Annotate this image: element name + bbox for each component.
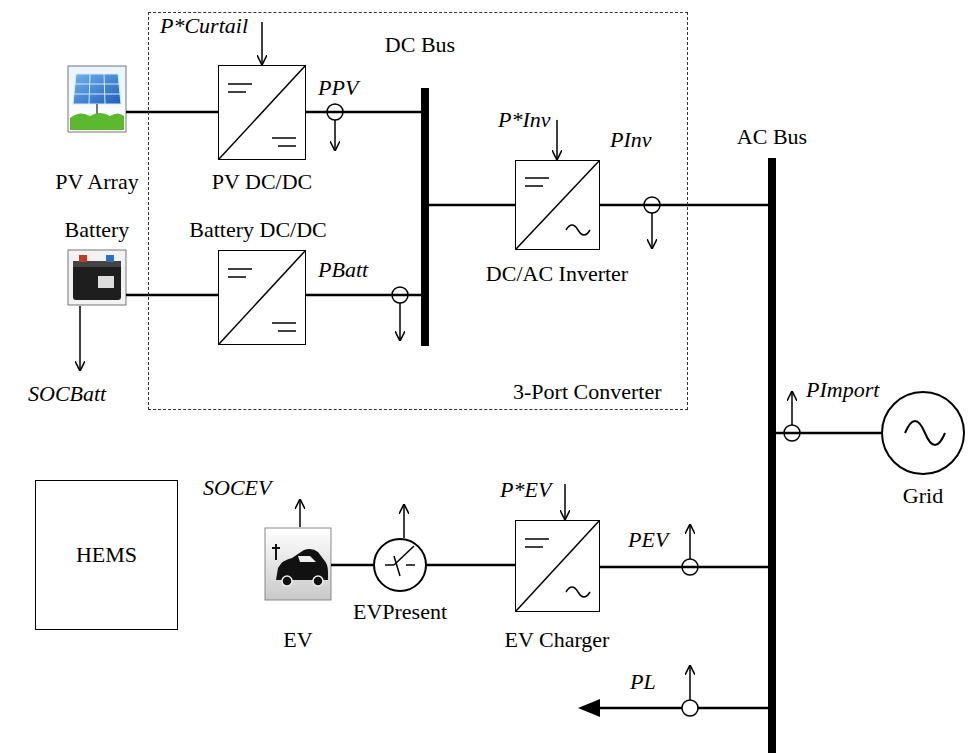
signal-name: PInv bbox=[610, 128, 652, 152]
power-wire bbox=[126, 294, 218, 297]
signal-name: PPV bbox=[318, 76, 358, 100]
node-label: 3-Port Converter bbox=[513, 380, 661, 404]
power-wire bbox=[306, 294, 421, 297]
measurement-points bbox=[300, 120, 792, 700]
battery-icon bbox=[68, 250, 126, 305]
hems-box: HEMS bbox=[35, 480, 178, 630]
ev: EV bbox=[265, 528, 331, 600]
node-label: Grid bbox=[903, 484, 943, 508]
signal-name: PL bbox=[630, 670, 656, 694]
charger-box: EV Charger bbox=[515, 520, 600, 612]
node-label: DC Bus bbox=[385, 33, 455, 57]
soc-arrow bbox=[79, 306, 81, 370]
node-label: HEMS bbox=[76, 542, 137, 568]
signal-name: P*Curtail bbox=[160, 14, 248, 38]
load-feeder bbox=[578, 699, 772, 717]
pv-array-icon bbox=[68, 66, 126, 132]
node-label: EV bbox=[283, 628, 312, 652]
inverter-box: DC/AC Inverter bbox=[515, 160, 600, 250]
signal-name: PEV bbox=[628, 528, 668, 552]
dc-bus: DC Bus bbox=[421, 88, 429, 346]
pv-array: PV Array bbox=[68, 66, 126, 132]
node-label: AC Bus bbox=[737, 125, 807, 149]
signal-name: P*EV bbox=[500, 478, 551, 502]
ev-icon bbox=[265, 528, 331, 600]
signal-name: PImport bbox=[806, 378, 879, 402]
power-wire bbox=[600, 204, 768, 207]
power-wire bbox=[600, 566, 768, 569]
battery: Battery bbox=[68, 250, 126, 305]
converter-group: 3-Port Converter PV DC/DC Battery DC/DC DC/… bbox=[148, 12, 688, 410]
power-wire bbox=[306, 111, 421, 114]
node-label: EV Charger bbox=[505, 628, 610, 652]
power-wire bbox=[331, 564, 373, 567]
node-label: EVPresent bbox=[353, 600, 447, 624]
power-wire bbox=[776, 432, 881, 435]
power-wire bbox=[126, 111, 218, 114]
sensor-circles bbox=[327, 104, 800, 716]
node-label: Battery bbox=[65, 218, 130, 242]
converter-box: Battery DC/DC bbox=[218, 250, 306, 345]
grid-symbol bbox=[905, 421, 945, 445]
node-label: Battery DC/DC bbox=[189, 218, 327, 242]
signal-name: PBatt bbox=[318, 258, 368, 282]
node-label: DC/AC Inverter bbox=[486, 262, 628, 286]
switch-symbol bbox=[385, 546, 415, 576]
signal-name: P*Inv bbox=[498, 108, 551, 132]
signal-name: SOCBatt bbox=[28, 382, 106, 406]
power-wire bbox=[427, 564, 515, 567]
power-wire bbox=[429, 204, 515, 207]
signal-name: SOCEV bbox=[203, 476, 271, 500]
node-label: PV Array bbox=[55, 170, 138, 194]
node-label: PV DC/DC bbox=[212, 170, 312, 194]
switch: EVPresent bbox=[373, 538, 427, 592]
ac-bus: AC Bus bbox=[768, 158, 776, 753]
converter-symbols bbox=[219, 66, 599, 611]
converter-box: PV DC/DC bbox=[218, 65, 306, 160]
grid-source: Grid bbox=[881, 391, 965, 475]
